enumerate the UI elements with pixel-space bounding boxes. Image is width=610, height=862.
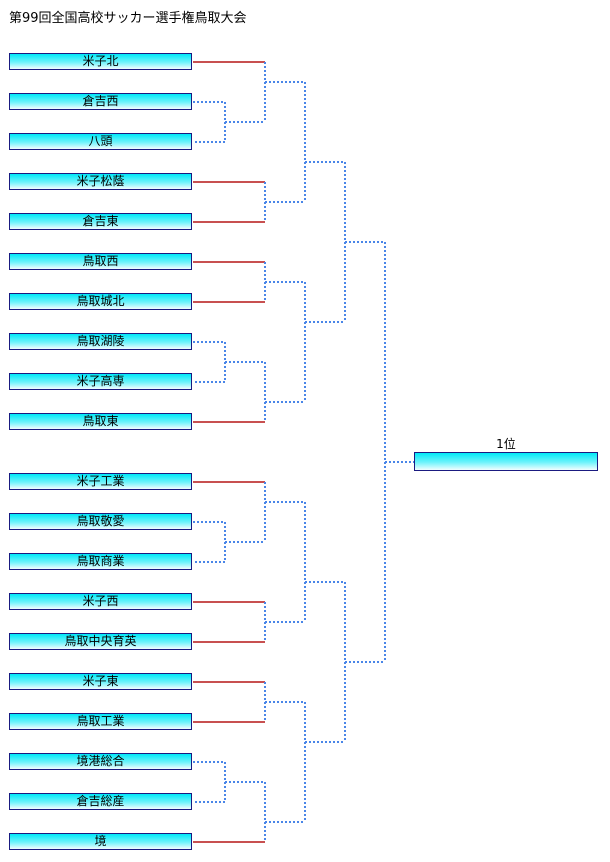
team-box: 鳥取中央育英 [9, 633, 192, 650]
team-box: 鳥取西 [9, 253, 192, 270]
team-box: 鳥取商業 [9, 553, 192, 570]
bracket-line-pending [193, 761, 226, 803]
page-title: 第99回全国高校サッカー選手権鳥取大会 [9, 11, 247, 26]
team-box: 米子西 [9, 593, 192, 610]
team-box: 鳥取城北 [9, 293, 192, 310]
team-box: 米子工業 [9, 473, 192, 490]
team-box: 鳥取工業 [9, 713, 192, 730]
team-box: 鳥取湖陵 [9, 333, 192, 350]
team-box: 米子東 [9, 673, 192, 690]
team-box: 米子北 [9, 53, 192, 70]
team-box: 八頭 [9, 133, 192, 150]
team-box: 米子松蔭 [9, 173, 192, 190]
winner-box [414, 452, 598, 471]
team-box: 境港総合 [9, 753, 192, 770]
team-box: 鳥取敬愛 [9, 513, 192, 530]
bracket-line-pending [193, 521, 226, 563]
team-box: 米子高専 [9, 373, 192, 390]
team-box: 境 [9, 833, 192, 850]
team-box: 倉吉東 [9, 213, 192, 230]
bracket-line-pending [193, 341, 226, 383]
team-box: 倉吉西 [9, 93, 192, 110]
bracket-line-pending [193, 101, 226, 143]
team-box: 倉吉総産 [9, 793, 192, 810]
winner-label: 1位 [496, 437, 516, 451]
team-box: 鳥取東 [9, 413, 192, 430]
